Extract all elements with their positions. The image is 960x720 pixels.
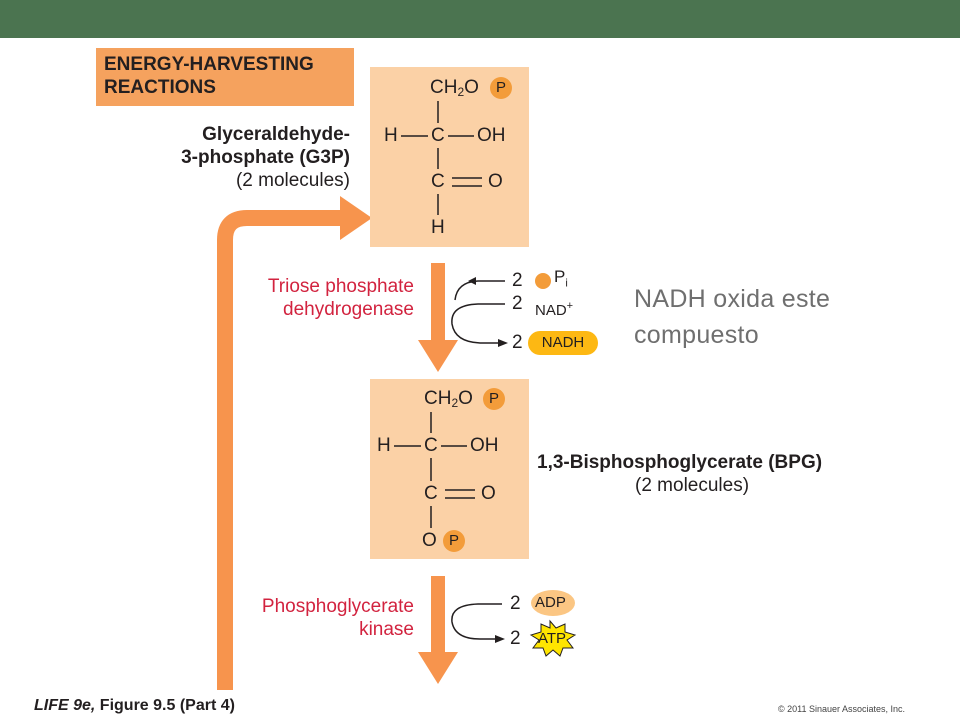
nad-coefficient: 2 xyxy=(512,293,523,314)
bpg-c1: C xyxy=(424,435,438,456)
bpg-label: 1,3-Bisphosphoglycerate (BPG) (2 molecul… xyxy=(537,451,867,497)
caption-figure: Figure 9.5 (Part 4) xyxy=(95,697,235,714)
adp-coefficient: 2 xyxy=(510,593,521,614)
enzyme2-line2: kinase xyxy=(359,619,414,640)
g3p-label: Glyceraldehyde- 3-phosphate (G3P) (2 mol… xyxy=(130,123,350,192)
nadh-coefficient: 2 xyxy=(512,332,523,353)
g3p-ch: CH xyxy=(430,77,458,98)
section-title-line1: ENERGY-HARVESTING xyxy=(104,54,314,75)
annotation-line1: NADH oxida este xyxy=(634,285,831,313)
recycle-arrow-head xyxy=(340,196,372,240)
bpg-box xyxy=(370,379,529,559)
pi-arrow xyxy=(454,280,505,301)
atp-star xyxy=(529,619,577,657)
adp-label: ADP xyxy=(535,594,566,611)
atp-arrow-head xyxy=(495,635,505,643)
pi-arrow-head xyxy=(468,277,476,285)
step1-arrow-shaft xyxy=(431,263,445,343)
nad-sup: + xyxy=(566,300,574,312)
section-title-line2: REACTIONS xyxy=(104,77,216,98)
g3p-h-bottom: H xyxy=(431,217,445,238)
g3p-count: (2 molecules) xyxy=(235,170,350,191)
bpg-count: (2 molecules) xyxy=(635,475,750,496)
nadh-arrow-head xyxy=(498,339,508,347)
annotation-note: NADH oxida este compuesto xyxy=(634,281,830,353)
pi-dot-icon xyxy=(535,273,551,289)
pi-sub: i xyxy=(565,277,568,290)
annotation-line2: compuesto xyxy=(634,321,759,349)
g3p-ch2o: CH2O xyxy=(430,78,479,102)
g3p-ch2o-sub: 2 xyxy=(457,85,465,99)
copyright: © 2011 Sinauer Associates, Inc. xyxy=(778,704,906,714)
bpg-phosphate-bottom-icon: P xyxy=(443,530,465,552)
pi-label: Pi xyxy=(554,268,568,292)
nad-text: NAD xyxy=(535,302,567,319)
bpg-h-left: H xyxy=(377,435,391,456)
g3p-c1: C xyxy=(431,125,445,146)
enzyme2-line1: Phosphoglycerate xyxy=(261,596,414,617)
nadh-pill: NADH xyxy=(528,331,598,355)
caption-book: LIFE 9e, xyxy=(34,697,96,714)
g3p-o: O xyxy=(488,171,503,192)
bpg-c2: C xyxy=(424,483,438,504)
pi-coefficient: 2 xyxy=(512,270,523,291)
atp-coefficient: 2 xyxy=(510,628,521,649)
bpg-ch: CH xyxy=(424,388,452,409)
nad-label: NAD+ xyxy=(535,297,573,320)
step2-arrow-shaft xyxy=(431,576,445,656)
adp-oval xyxy=(531,590,575,616)
g3p-o-tail: O xyxy=(464,77,479,98)
bpg-phosphate-top-icon: P xyxy=(483,388,505,410)
enzyme1-line1: Triose phosphate xyxy=(267,276,414,297)
bpg-ch2o-sub: 2 xyxy=(451,396,459,410)
bpg-o-right: O xyxy=(481,483,496,504)
bpg-name: 1,3-Bisphosphoglycerate (BPG) xyxy=(537,452,823,473)
enzyme-phosphoglycerate-kinase: Phosphoglycerate kinase xyxy=(200,595,414,641)
g3p-name-line1: Glyceraldehyde- xyxy=(202,124,350,145)
top-banner xyxy=(0,0,960,38)
enzyme-triose-phosphate-dehydrogenase: Triose phosphate dehydrogenase xyxy=(200,275,414,321)
bpg-ch2o: CH2O xyxy=(424,389,473,413)
nad-curve xyxy=(451,303,505,344)
section-header: ENERGY-HARVESTING REACTIONS xyxy=(96,48,354,106)
bpg-o-tail: O xyxy=(458,388,473,409)
pi-p: P xyxy=(554,267,566,286)
bpg-o-bottom: O xyxy=(422,530,437,551)
section-title: ENERGY-HARVESTING REACTIONS xyxy=(104,53,314,99)
bpg-oh: OH xyxy=(470,435,499,456)
step1-arrow-head xyxy=(418,340,458,372)
g3p-oh: OH xyxy=(477,125,506,146)
g3p-c2: C xyxy=(431,171,445,192)
recycle-arrow xyxy=(217,210,345,690)
enzyme1-line2: dehydrogenase xyxy=(283,299,414,320)
figure-caption: LIFE 9e, Figure 9.5 (Part 4) xyxy=(34,697,235,715)
step2-arrow-head xyxy=(418,652,458,684)
g3p-h-left: H xyxy=(384,125,398,146)
adp-curve xyxy=(451,603,502,640)
g3p-name-line2: 3-phosphate (G3P) xyxy=(181,147,350,168)
g3p-phosphate-icon: P xyxy=(490,77,512,99)
atp-label: ATP xyxy=(538,630,567,647)
